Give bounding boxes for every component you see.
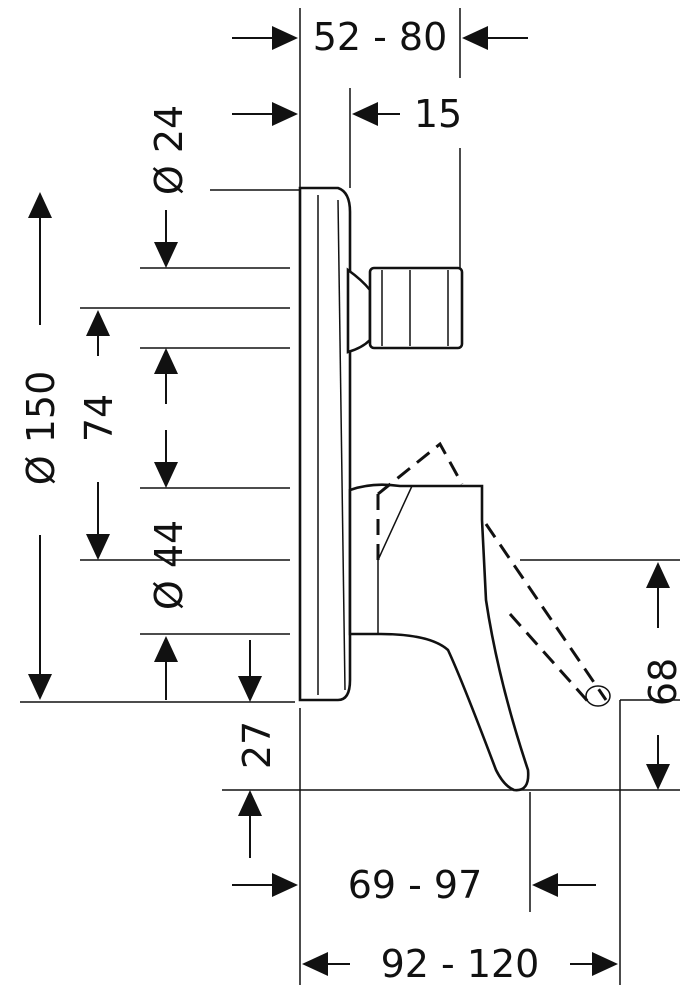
dim-wall-depth: 52 - 80 bbox=[313, 15, 448, 59]
dim-diverter-diameter: Ø 24 bbox=[147, 105, 191, 195]
dim-center-distance: 74 bbox=[77, 394, 121, 442]
wall-plate bbox=[298, 186, 352, 702]
dim-knob-offset: 15 bbox=[414, 92, 462, 136]
dim-total-projection: 92 - 120 bbox=[381, 942, 540, 986]
mixer-lever bbox=[348, 441, 611, 792]
dim-plate-diameter: Ø 150 bbox=[19, 371, 63, 486]
dim-lever-diameter: Ø 44 bbox=[147, 520, 191, 610]
dim-spout-projection: 69 - 97 bbox=[348, 863, 483, 907]
dimension-lines bbox=[28, 26, 670, 976]
diverter-knob bbox=[346, 266, 464, 354]
extension-lines bbox=[20, 8, 680, 985]
dimension-labels: 52 - 80 15 Ø 24 Ø 150 74 Ø 44 27 68 69 -… bbox=[19, 15, 685, 986]
faucet-body bbox=[298, 186, 611, 792]
dim-bottom-offset: 27 bbox=[235, 721, 279, 769]
dim-lever-height: 68 bbox=[641, 658, 685, 706]
